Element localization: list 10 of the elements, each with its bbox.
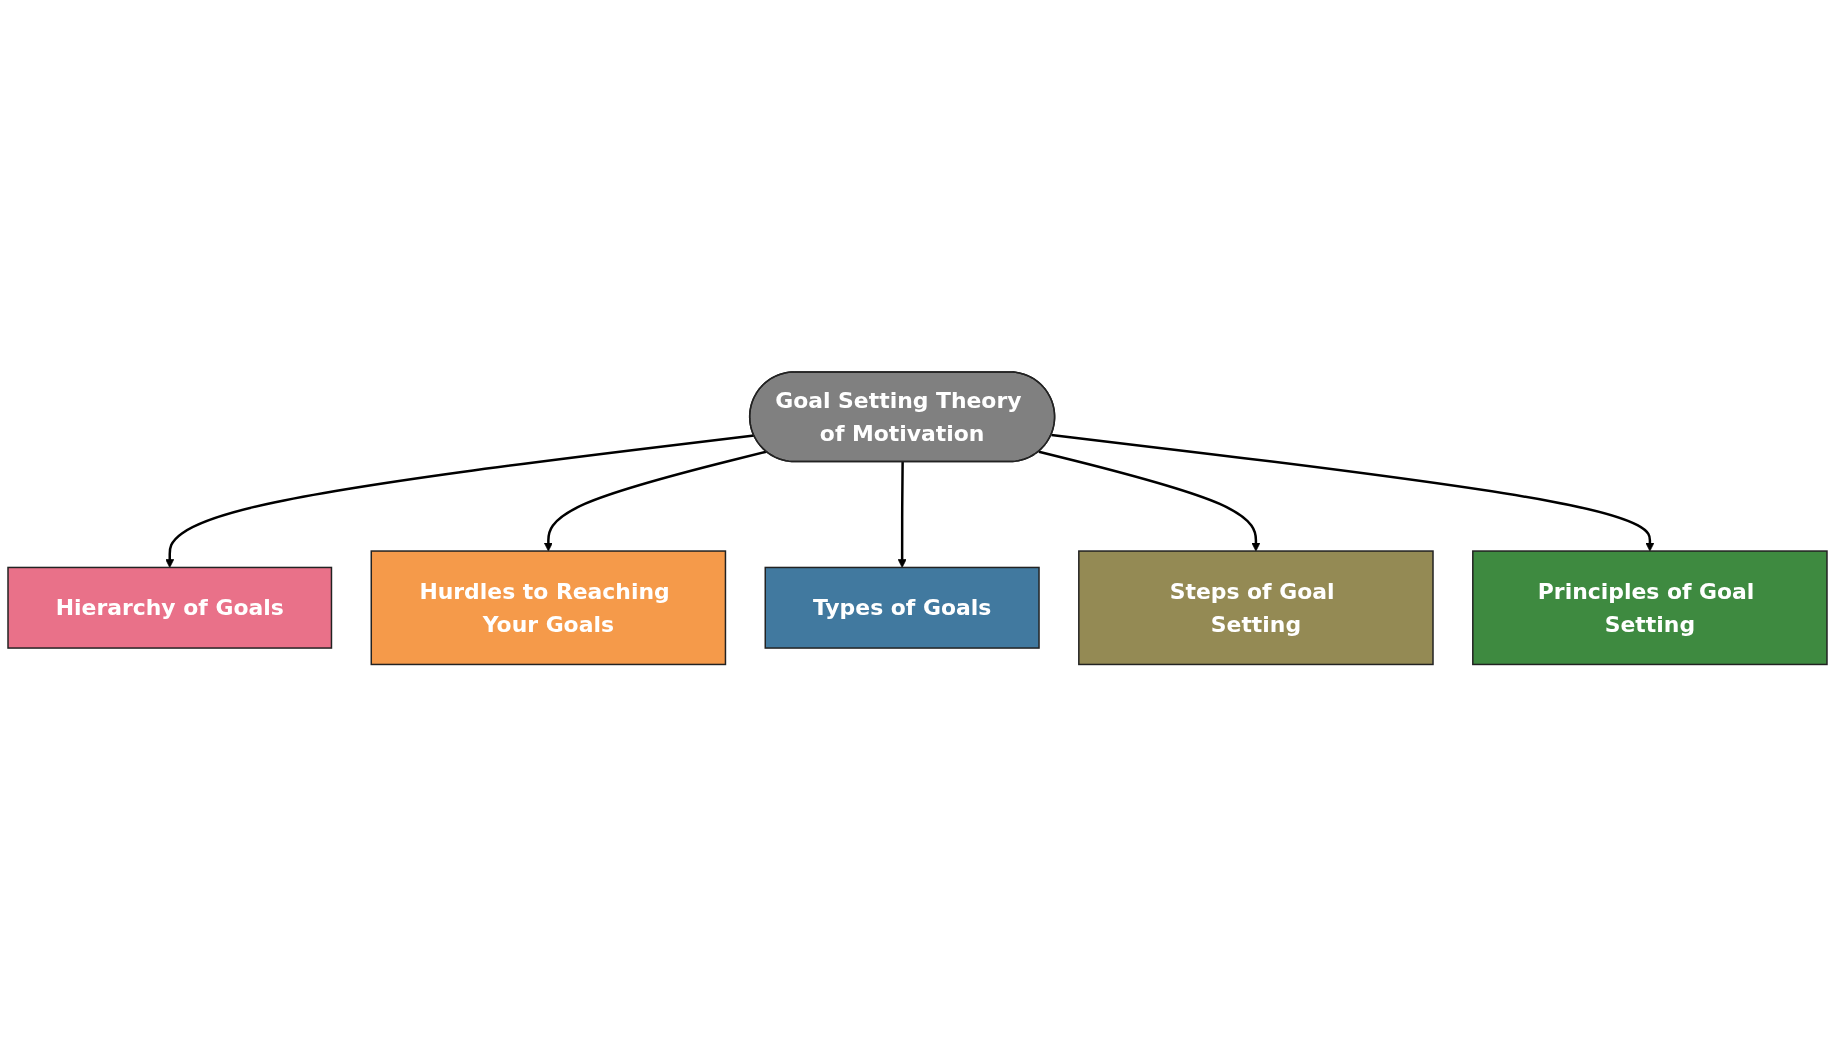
arrow (544, 450, 767, 552)
arrow (1038, 450, 1261, 552)
arrow (165, 434, 755, 569)
node-box: Principles of Goal Setting (1472, 550, 1828, 666)
node-box: Hierarchy of Goals (7, 567, 333, 650)
node-box: Hurdles to Reaching Your Goals (370, 550, 727, 666)
arrow (1051, 434, 1655, 552)
arrow (897, 462, 907, 569)
node-box: Steps of Goal Setting (1078, 550, 1434, 666)
node-box: Types of Goals (764, 567, 1040, 650)
